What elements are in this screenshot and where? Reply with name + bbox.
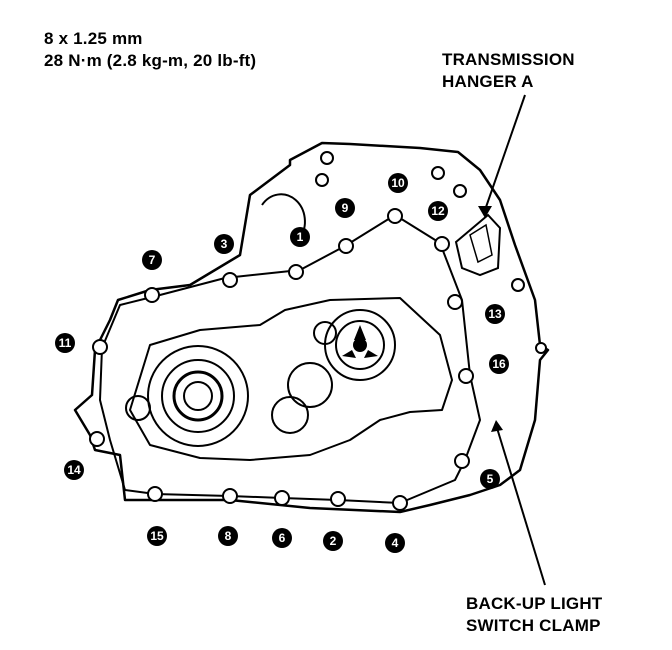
sequence-number: 16 bbox=[492, 357, 506, 371]
transmission-hanger-callout: TRANSMISSION HANGER A bbox=[442, 49, 575, 93]
sequence-marker: 2 bbox=[323, 531, 343, 551]
sequence-marker: 11 bbox=[55, 333, 75, 353]
sequence-number: 11 bbox=[59, 336, 72, 350]
transmission-hanger-bracket bbox=[454, 213, 502, 277]
boss-plug bbox=[271, 396, 309, 434]
sequence-number: 5 bbox=[487, 472, 494, 486]
sequence-number: 12 bbox=[431, 204, 445, 218]
sequence-number: 4 bbox=[392, 536, 399, 550]
bolt-size-text: 8 x 1.25 mm bbox=[44, 29, 143, 48]
sequence-marker: 16 bbox=[489, 354, 509, 374]
sequence-marker: 15 bbox=[147, 526, 167, 546]
sequence-marker: 9 bbox=[335, 198, 355, 218]
sequence-marker: 12 bbox=[428, 201, 448, 221]
cover-plate bbox=[129, 297, 453, 461]
housing-outline bbox=[73, 141, 550, 514]
boss-plug bbox=[313, 321, 337, 345]
sequence-number: 15 bbox=[150, 529, 164, 543]
sequence-number: 8 bbox=[225, 529, 232, 543]
boss-plug bbox=[261, 193, 306, 239]
sequence-number: 7 bbox=[149, 253, 156, 267]
sequence-marker: 3 bbox=[214, 234, 234, 254]
sequence-marker: 13 bbox=[485, 304, 505, 324]
sequence-number: 6 bbox=[279, 531, 286, 545]
clamp-leader-line bbox=[496, 427, 546, 586]
boss-plug bbox=[125, 395, 151, 421]
sequence-number: 10 bbox=[391, 176, 405, 190]
main-shaft-bearing bbox=[147, 345, 249, 447]
sequence-marker: 7 bbox=[142, 250, 162, 270]
bolt-holes bbox=[89, 151, 547, 511]
hanger-label-line1: TRANSMISSION bbox=[442, 50, 575, 69]
clamp-label-line2: SWITCH CLAMP bbox=[466, 616, 601, 635]
sequence-number: 9 bbox=[342, 201, 349, 215]
boss-plug bbox=[287, 362, 333, 408]
leader-lines bbox=[478, 94, 546, 586]
hanger-label-line2: HANGER A bbox=[442, 72, 534, 91]
sequence-number: 14 bbox=[67, 463, 81, 477]
sequence-marker: 6 bbox=[272, 528, 292, 548]
countershaft-bearing bbox=[324, 309, 396, 381]
sequence-number: 3 bbox=[221, 237, 228, 251]
sequence-marker: 4 bbox=[385, 533, 405, 553]
backup-light-clamp-callout: BACK-UP LIGHT SWITCH CLAMP bbox=[466, 593, 602, 637]
sequence-number: 13 bbox=[488, 307, 502, 321]
sequence-marker: 8 bbox=[218, 526, 238, 546]
sequence-marker: 10 bbox=[388, 173, 408, 193]
clamp-label-line1: BACK-UP LIGHT bbox=[466, 594, 603, 613]
sequence-markers: 1 2 3 4 5 6 7 8 9 10 11 12 13 14 15 16 1… bbox=[55, 173, 509, 553]
hanger-leader-line bbox=[484, 94, 526, 211]
sequence-marker: 1 bbox=[290, 227, 310, 247]
sequence-marker: 5 bbox=[480, 469, 500, 489]
sequence-number: 2 bbox=[330, 534, 337, 548]
inner-gasket-outline bbox=[99, 214, 481, 504]
sequence-number: 1 bbox=[297, 230, 304, 244]
hanger-leader-arrowhead bbox=[478, 206, 492, 218]
clamp-leader-arrowhead bbox=[491, 420, 503, 432]
sequence-marker: 14 bbox=[64, 460, 84, 480]
torque-value-text: 28 N·m (2.8 kg-m, 20 lb-ft) bbox=[44, 51, 257, 70]
torque-spec: 8 x 1.25 mm 28 N·m (2.8 kg-m, 20 lb-ft) bbox=[44, 28, 256, 72]
